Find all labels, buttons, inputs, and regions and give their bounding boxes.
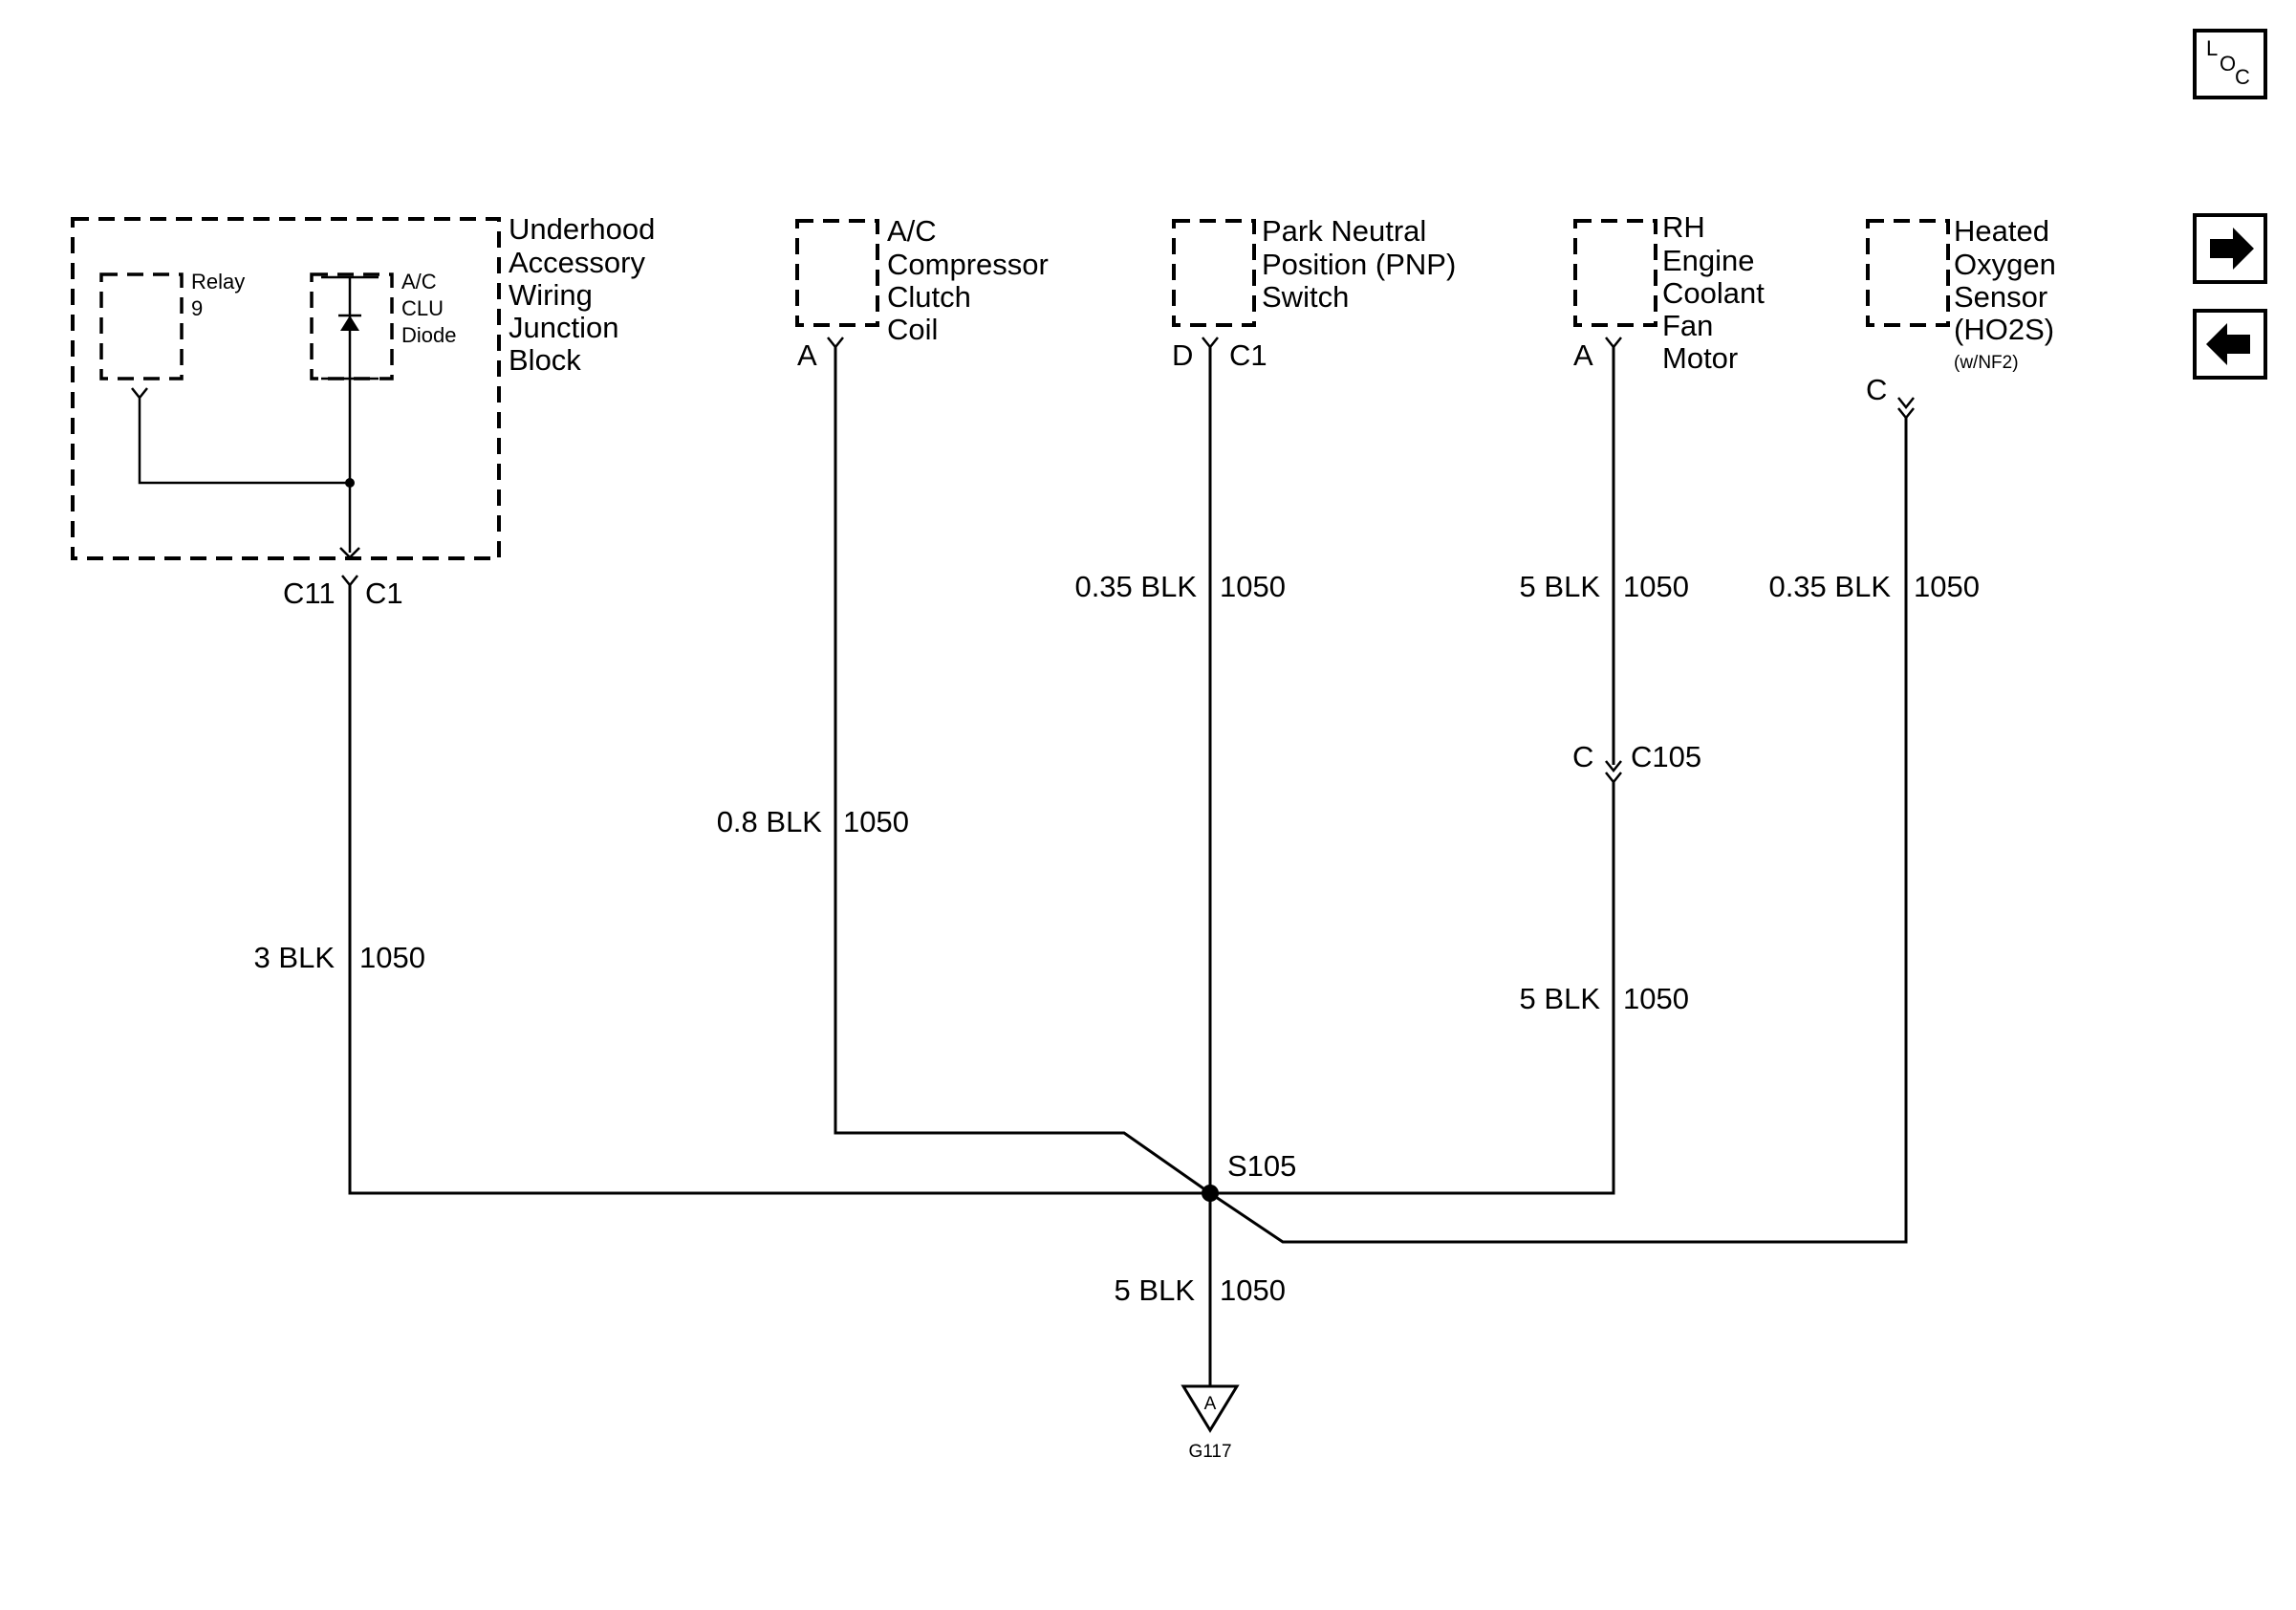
jb-connector-symbol bbox=[341, 575, 358, 588]
relay-9: Relay 9 bbox=[99, 270, 350, 485]
ac-clu-diode: A/C CLU Diode bbox=[310, 270, 456, 559]
junction-block: Underhood Accessory Wiring Junction Bloc… bbox=[71, 212, 663, 610]
ho2s-sensor: Heated Oxygen Sensor (HO2S) (w/NF2) C bbox=[1866, 214, 2064, 421]
relay-terminal bbox=[131, 387, 350, 485]
jb-connector-label: C1 bbox=[365, 577, 403, 610]
wire-pnp-circuit: 1050 bbox=[1220, 570, 1286, 603]
ground-icon bbox=[1180, 1384, 1240, 1433]
wire-jb-size: 3 BLK bbox=[254, 941, 336, 974]
ho2s-pin-label: C bbox=[1866, 373, 1887, 406]
wire-ground-circuit: 1050 bbox=[1220, 1273, 1286, 1307]
prev-page-button[interactable] bbox=[2193, 309, 2267, 380]
ground-label: G117 bbox=[1188, 1442, 1231, 1462]
wire-jb bbox=[348, 585, 1210, 1195]
loc-button-letter-o: O bbox=[2220, 52, 2236, 76]
ground-g117: A G117 bbox=[1180, 1384, 1240, 1462]
wire-ac-size: 0.8 BLK bbox=[717, 805, 823, 838]
fan-pin-label: A bbox=[1573, 338, 1593, 372]
ground-pin-label: A bbox=[1204, 1394, 1217, 1414]
pnp-pin-label: D bbox=[1172, 338, 1193, 372]
wire-ho2s bbox=[1209, 418, 1908, 1244]
wire-ho2s-size: 0.35 BLK bbox=[1768, 570, 1891, 603]
wire-fan-lower-size: 5 BLK bbox=[1520, 982, 1601, 1015]
wire-jb-circuit: 1050 bbox=[359, 941, 425, 974]
wire-fan-upper-size: 5 BLK bbox=[1520, 570, 1601, 603]
jb-pin-label: C11 bbox=[283, 577, 336, 610]
pnp-switch: Park Neutral Position (PNP) Switch D C1 bbox=[1172, 214, 1464, 372]
wire-fan-upper-circuit: 1050 bbox=[1623, 570, 1689, 603]
splice-dot bbox=[1202, 1185, 1219, 1202]
pnp-switch-label: Park Neutral Position (PNP) Switch bbox=[1262, 214, 1464, 314]
next-page-button[interactable] bbox=[2193, 213, 2267, 284]
loc-button-letter-c: C bbox=[2235, 65, 2250, 89]
ac-pin-label: A bbox=[797, 338, 817, 372]
junction-block-label: Underhood Accessory Wiring Junction Bloc… bbox=[509, 212, 663, 377]
relay-label: Relay 9 bbox=[191, 270, 250, 320]
rh-fan-motor: RH Engine Coolant Fan Motor A bbox=[1573, 210, 1772, 375]
ac-compressor-label: A/C Compressor Clutch Coil bbox=[887, 214, 1056, 346]
wire-fan-lower bbox=[1210, 782, 1615, 1195]
ho2s-label: Heated Oxygen Sensor (HO2S) bbox=[1954, 214, 2064, 346]
inline-connector-label: C105 bbox=[1631, 740, 1701, 773]
wire-ac bbox=[834, 347, 1211, 1195]
fan-motor-label: RH Engine Coolant Fan Motor bbox=[1662, 210, 1772, 375]
wire-pnp-size: 0.35 BLK bbox=[1074, 570, 1197, 603]
pnp-connector-label: C1 bbox=[1229, 338, 1267, 372]
loc-button[interactable]: L O C bbox=[2193, 29, 2267, 99]
diode-symbol bbox=[340, 315, 359, 331]
ho2s-option-note: (w/NF2) bbox=[1954, 353, 2019, 373]
right-arrow-icon bbox=[2210, 228, 2254, 270]
wire-ho2s-circuit: 1050 bbox=[1914, 570, 1980, 603]
wires bbox=[348, 347, 1908, 1386]
wire-labels: 3 BLK 1050 0.8 BLK 1050 0.35 BLK 1050 5 … bbox=[254, 570, 1980, 1307]
splice-label: S105 bbox=[1227, 1149, 1296, 1183]
wire-ac-circuit: 1050 bbox=[843, 805, 909, 838]
left-arrow-icon bbox=[2206, 323, 2250, 365]
wire-ground-size: 5 BLK bbox=[1115, 1273, 1196, 1307]
diode-label: A/C CLU Diode bbox=[401, 270, 456, 347]
inline-pin-label: C bbox=[1572, 740, 1593, 773]
ac-compressor-clutch-coil: A/C Compressor Clutch Coil A bbox=[795, 214, 1056, 372]
loc-button-letter-l: L bbox=[2206, 36, 2218, 60]
wire-fan-lower-circuit: 1050 bbox=[1623, 982, 1689, 1015]
